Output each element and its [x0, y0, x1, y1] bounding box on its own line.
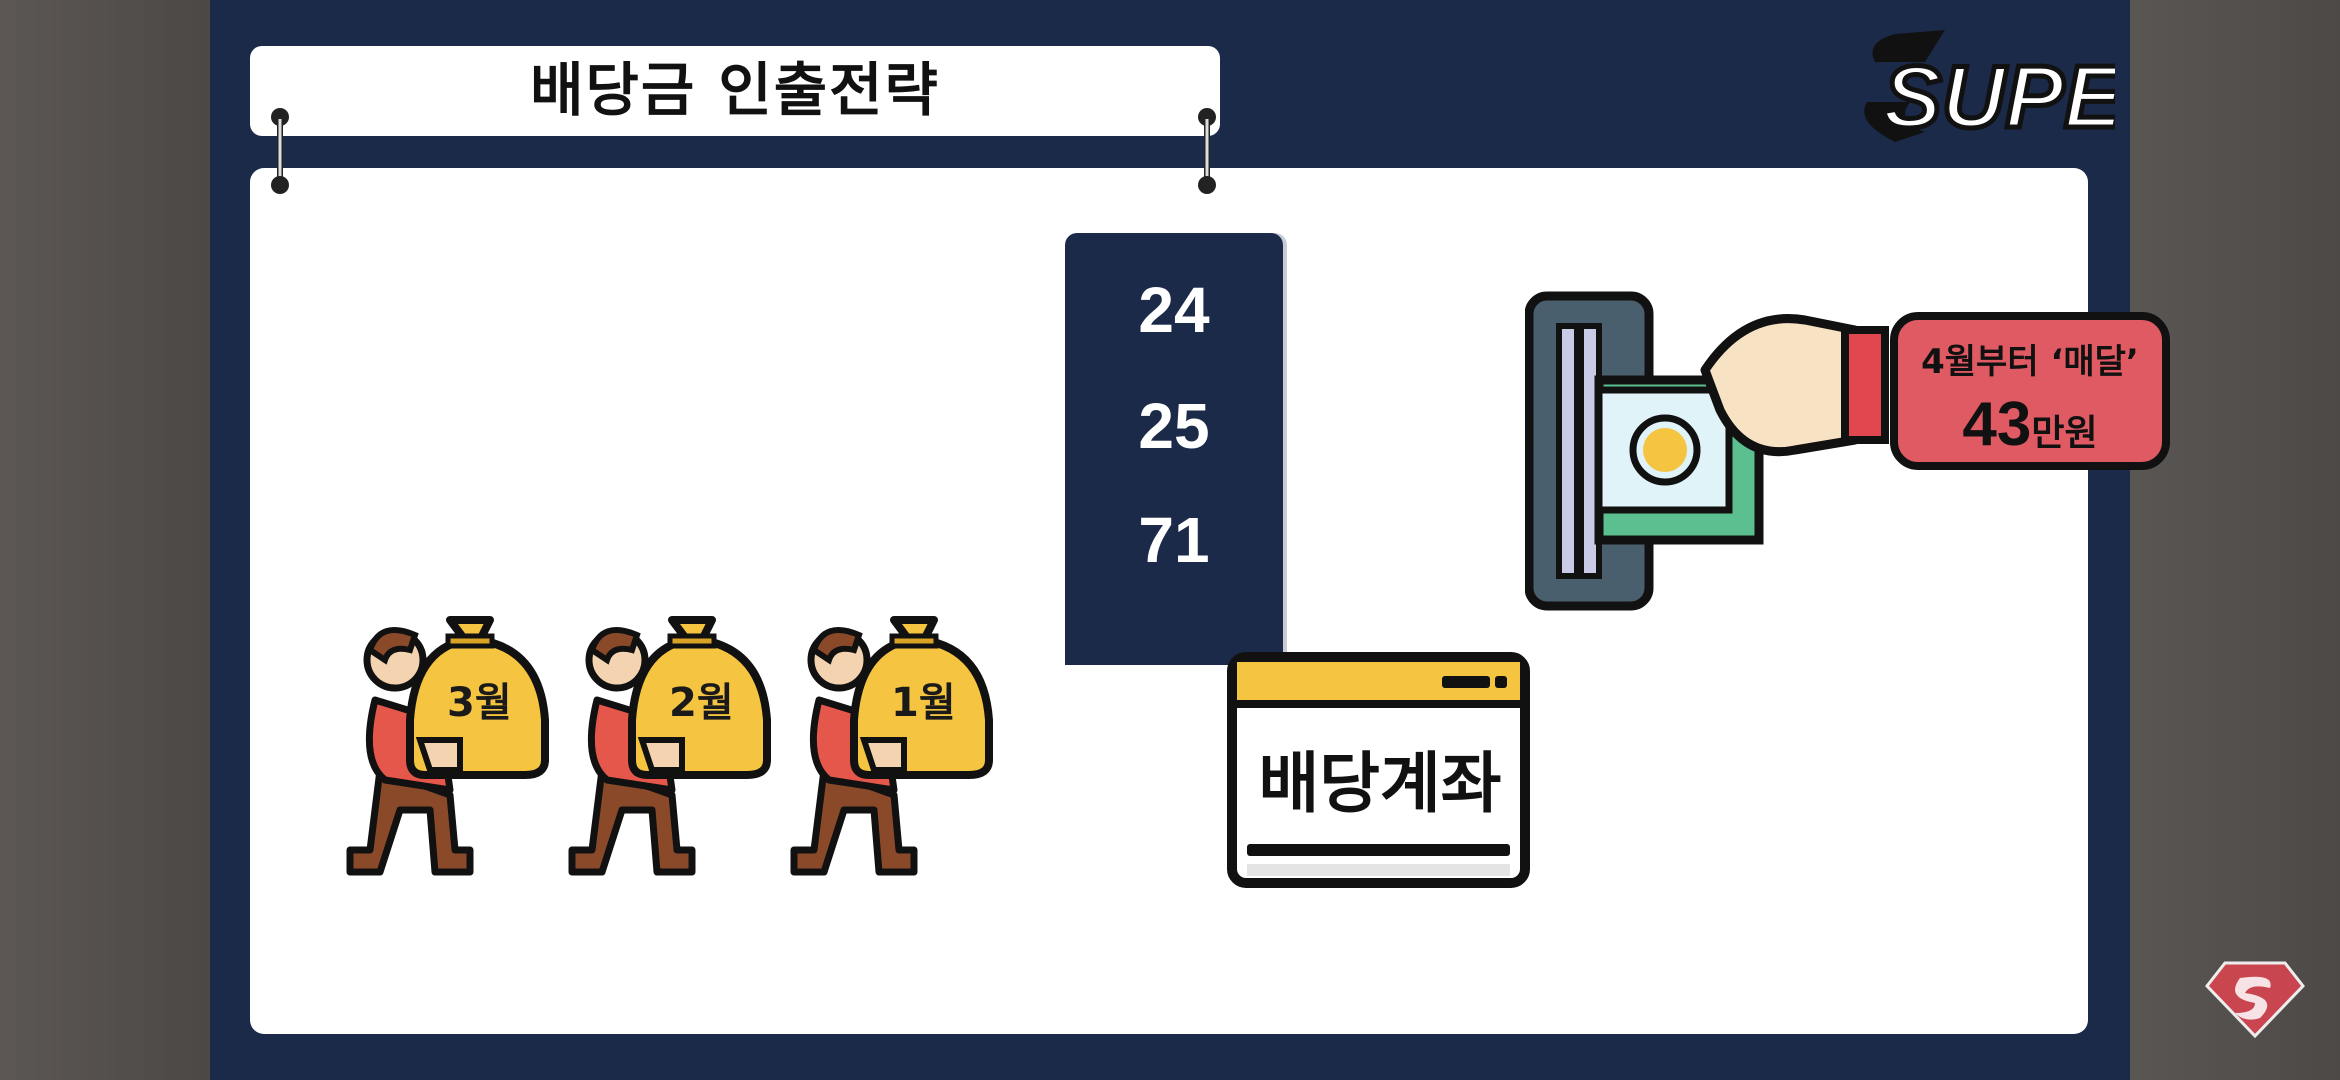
- ticker-number: 24: [1138, 274, 1210, 346]
- number-slot-panel: 24 25 71: [1065, 233, 1283, 665]
- ticker-number: 71: [1138, 504, 1210, 576]
- superman-shield-watermark-icon: [2205, 961, 2305, 1038]
- ticker-number: 25: [1138, 390, 1210, 462]
- month-label: 3월: [447, 680, 512, 726]
- month-label: 1월: [891, 680, 956, 726]
- person-money-bag-icon: [346, 616, 549, 876]
- dividend-account-box-icon: [1227, 652, 1530, 888]
- person-money-bag-icon: [790, 616, 993, 876]
- supetv-logo: SUPETV: [1855, 22, 2244, 156]
- hook-left-icon: [271, 108, 289, 194]
- page-title: 배당금 인출전략: [530, 56, 940, 124]
- left-letterbox: [0, 0, 210, 1080]
- logo-text: SUPETV: [1883, 47, 2115, 146]
- badge-caption: 4월부터 ‘매달’: [1921, 342, 2139, 382]
- account-label: 배당계좌: [1258, 745, 1502, 822]
- right-letterbox: [2130, 0, 2340, 1080]
- month-label: 2월: [669, 680, 734, 726]
- hook-right-icon: [1198, 108, 1216, 194]
- hand-cash-icon: [1525, 291, 1889, 611]
- badge-amount: 43만원: [1898, 389, 2162, 460]
- amount-number: 43: [1962, 390, 2032, 459]
- video-frame: 배당금 인출전략 SUPETV 24 25 71 배당계좌: [210, 0, 2244, 1080]
- amount-unit: 만원: [2031, 413, 2098, 454]
- title-board: 배당금 인출전략: [250, 46, 1220, 136]
- monthly-amount-badge: 4월부터 ‘매달’ 43만원: [1890, 312, 2170, 470]
- superman-shield-icon: SUPETV: [1864, 30, 2244, 149]
- person-money-bag-icon: [568, 616, 771, 876]
